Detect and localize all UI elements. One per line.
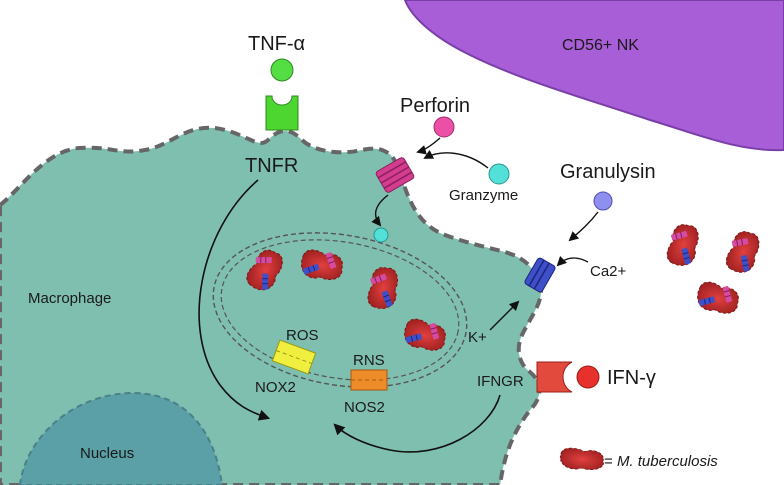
ifngr-arrow <box>333 394 501 453</box>
tnfr-arrow <box>198 179 271 421</box>
granzyme-entry-arrow <box>371 194 389 227</box>
bacterium-7 <box>693 278 743 318</box>
tnfr-label: TNFR <box>245 155 298 177</box>
granulysin-arrow <box>568 211 599 242</box>
legend-bacterium-icon <box>559 447 604 470</box>
legend-text: = M. tuberculosis <box>604 453 718 470</box>
perforin-pore <box>375 157 415 193</box>
granzyme-arrow <box>423 149 489 169</box>
ifngr-receptor <box>536 361 573 393</box>
perforin-arrow <box>416 137 441 155</box>
granzyme-label: Granzyme <box>449 187 518 204</box>
nucleus <box>18 391 224 485</box>
perforin-ball <box>433 116 455 138</box>
ifngr-label: IFNGR <box>477 373 524 390</box>
nucleus-label: Nucleus <box>80 445 134 462</box>
ifn-gamma-label: IFN-γ <box>607 367 656 389</box>
legend-equals: = <box>604 453 617 470</box>
ifn-gamma-ball <box>576 365 600 389</box>
ros-label: ROS <box>286 327 319 344</box>
phagosome <box>212 232 468 388</box>
granzyme-ball <box>488 163 510 185</box>
legend-organism: M. tuberculosis <box>617 453 718 470</box>
nos2-enzyme <box>350 369 388 391</box>
nk-cell-label: CD56+ NK <box>562 37 639 54</box>
legend: = M. tuberculosis <box>559 447 718 470</box>
ca2-arrow <box>556 255 589 267</box>
bacterium-6 <box>721 227 764 277</box>
nox2-enzyme <box>271 339 317 375</box>
nos2-label: NOS2 <box>344 399 385 416</box>
nk-cell <box>403 0 784 152</box>
macrophage-label: Macrophage <box>28 290 111 307</box>
ca2-label: Ca2+ <box>590 263 627 280</box>
tnf-alpha-label: TNF-α <box>248 33 305 55</box>
k-plus-label: K+ <box>468 329 487 346</box>
granulysin-ball <box>593 191 613 211</box>
k-plus-arrow <box>489 300 520 331</box>
granzyme-inside-ball <box>373 227 389 243</box>
perforin-label: Perforin <box>400 95 470 117</box>
tnf-alpha-ball <box>270 58 294 82</box>
granulysin-label: Granulysin <box>560 161 656 183</box>
rns-label: RNS <box>353 352 385 369</box>
nox2-label: NOX2 <box>255 379 296 396</box>
phagosome-inner <box>220 239 460 381</box>
bacterium-5 <box>663 220 703 270</box>
tnfr-receptor <box>265 95 299 131</box>
calcium-channel <box>524 257 556 293</box>
